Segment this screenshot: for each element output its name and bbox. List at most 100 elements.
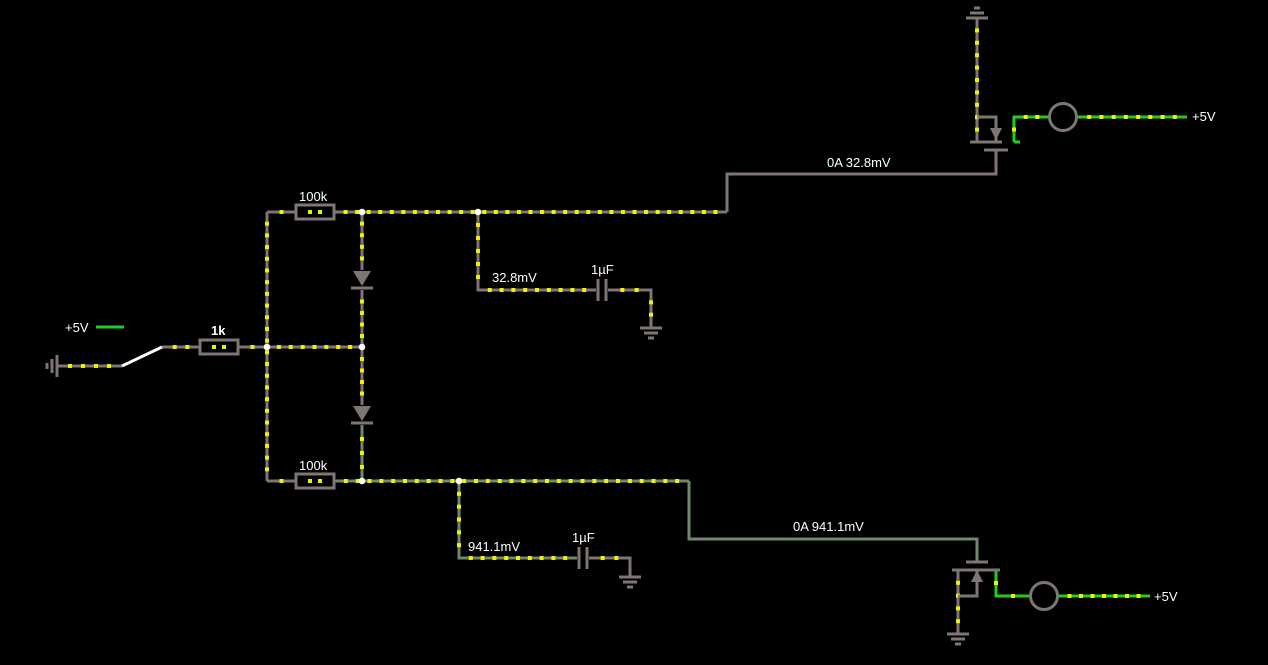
wire-top-rail-dot [366, 210, 371, 214]
wire-top-mosfet-source-dot [975, 78, 979, 82]
wire-middle-rung-dot [288, 345, 293, 349]
wire-top-cap-in-dot [570, 288, 575, 292]
wire-top-lamp-supply-dot [1123, 115, 1128, 119]
wire-top-mosfet-source-dot [975, 127, 979, 132]
wire-bottom-cap-in-dot [480, 556, 485, 560]
wire-left-rail-dot [265, 280, 269, 285]
resistor-100k-bottom-dot [308, 479, 312, 483]
junction-node [455, 477, 463, 485]
wire-bottom-rail-dot [639, 479, 644, 483]
wire-top-rail-dot [609, 210, 614, 214]
wire-bottom-rail-dot [604, 479, 609, 483]
resistor-1k-body [198, 338, 240, 356]
wire-middle-rung-dot [276, 345, 281, 349]
wire-bottom-mosfet-source-dot [956, 619, 960, 624]
wire-diode-mid-dot [360, 322, 364, 327]
wire-top-cap-in-dot [535, 288, 539, 292]
wire-bottom-cap-out [589, 556, 632, 576]
wire-left-rail-dot [265, 385, 269, 390]
wire-bottom-rail-dot [403, 479, 407, 483]
mosfet-top-arrow-icon [990, 128, 1002, 140]
wire-left-rail-dot [265, 326, 269, 331]
wire-bottom-cap-in-dot [539, 556, 544, 560]
wire-bottom-rail-dot [627, 479, 632, 483]
resistor-100k-top-dot [318, 210, 322, 214]
wire-left-rail-dot [265, 455, 269, 460]
resistor-100k-top [294, 203, 336, 221]
capacitor-top-label: 1µF [591, 262, 614, 277]
wire-bottom-mosfet-source-dot [956, 580, 960, 585]
junction-node [474, 208, 482, 216]
wire-left-rail-dot [265, 256, 269, 261]
wire-left-rail-dot [265, 233, 269, 238]
lamp-bottom-icon [1029, 581, 1059, 611]
ground-top-right-icon [966, 6, 988, 20]
wire-top-cap-out-dot [620, 288, 625, 292]
wire-top-lamp-supply-dot [1099, 115, 1104, 119]
wire-left-rail-dot [265, 362, 269, 367]
wire-top-rail-dot [424, 210, 429, 214]
wire-bottom-rail-dot [568, 479, 573, 483]
wire-bottom-lamp-supply-dot [1125, 594, 1129, 598]
wire-top-rail-dot [516, 210, 521, 214]
wire-bottom-rail-dot [426, 479, 431, 483]
wire-top-cap-in-dot [476, 262, 480, 266]
wire-top-cap-out-dot [649, 312, 653, 317]
wire-diode-bottom-out-dot [360, 465, 364, 469]
resistor-100k-top-dot [308, 210, 312, 214]
wire-top-rail-dot [690, 210, 695, 214]
wire-top-cap-in-dot [487, 288, 492, 292]
wire-top-rail-dot [528, 210, 533, 214]
mosfet-bottom-body [958, 570, 979, 598]
diode-bottom-icon-triangle [353, 406, 371, 421]
wire-ground-switch-dot [107, 364, 111, 368]
wire-diode-mid-dot [360, 391, 364, 396]
wire-top-mosfet-drain-dot [1023, 115, 1028, 119]
wire-diode-mid-dot [360, 334, 364, 338]
wire-bottom-rail-dot [616, 479, 620, 483]
diode-top-icon-triangle [353, 271, 371, 286]
wire-bottom-rail-dot [651, 479, 656, 483]
wire-switch-1k-dot [185, 345, 190, 349]
resistor-1k [198, 338, 240, 356]
wire-left-rail-dot [265, 420, 269, 425]
resistor-100k-bottom-dot [318, 479, 322, 483]
wire-bottom-rail-dot [556, 479, 561, 483]
wire-bottom-mosfet-drain-dot [1011, 594, 1015, 598]
wire-top-mosfet-drain-dot [1012, 127, 1016, 132]
wire-bottom-cap-in-dot [516, 556, 520, 560]
wire-left-rail-dot [265, 432, 269, 437]
wire-bottom-lamp-supply-dot [1113, 594, 1118, 598]
wire-bottom-lamp-supply-dot [1102, 594, 1106, 598]
wire-top-rail-dot [655, 210, 660, 214]
wire-bottom-rail-dot [521, 479, 526, 483]
wire-middle-rung-dot [312, 345, 317, 349]
lamp-top-icon [1048, 102, 1078, 132]
wire-bottom-cap-in-dot [457, 491, 461, 496]
wire-bottom-rail-dot [450, 479, 455, 483]
wire-top-rail-dot [620, 210, 625, 214]
junction-node [358, 343, 366, 351]
diode-top-icon [351, 271, 373, 290]
wire-bottom-rail-dot [545, 479, 549, 483]
wire-diode-mid-dot [360, 311, 364, 315]
wire-bottom-rail-dot [343, 479, 348, 483]
junction-node [358, 208, 366, 216]
wire-bottom-rail-dot [391, 479, 396, 483]
wire-bottom-rail-dot [497, 479, 502, 483]
current-dots-layer [68, 28, 1177, 624]
wire-top-cap-in-dot [476, 275, 480, 279]
wire-left-rail-dot [265, 397, 269, 402]
wire-bottom-cap-in-dot [457, 530, 461, 535]
supply-top-right-label: +5V [1192, 109, 1216, 124]
wire-top-rail-dot [470, 210, 475, 214]
wire-left-rail-dot [265, 443, 269, 448]
capacitor-bottom-label: 1µF [572, 530, 595, 545]
wire-top-rail-dot [563, 210, 568, 214]
wire-top-rail-dot [701, 210, 706, 214]
wire-top-gate [725, 150, 998, 212]
wire-top-rail-dot [459, 210, 464, 214]
wire-bottom-rail-dot [438, 479, 443, 483]
wire-diode-mid-dot [360, 380, 364, 384]
meter-bottom-readout: 0A 941.1mV [793, 519, 864, 534]
